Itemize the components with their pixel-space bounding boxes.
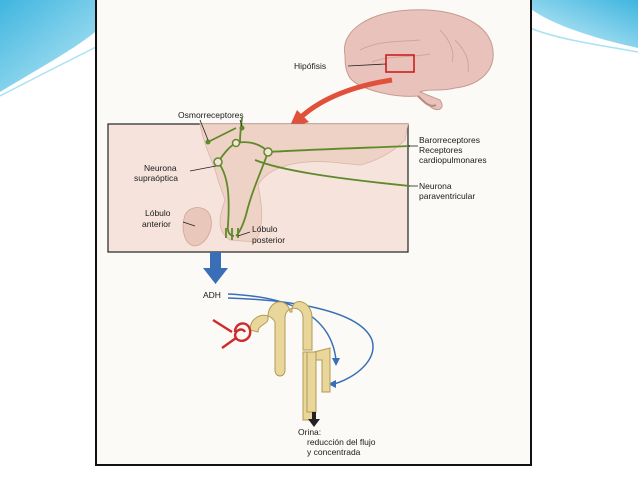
- pituitary-highlight-box: [385, 54, 415, 73]
- hipofisis-leader: [347, 63, 387, 67]
- collecting-duct: [306, 351, 317, 413]
- label-osmorreceptores: Osmorreceptores: [178, 110, 244, 120]
- glomerulus: [233, 322, 252, 342]
- left-swoosh-decoration: [0, 0, 120, 92]
- urine-arrow: [308, 412, 320, 427]
- label-lobulo-anterior-1: Lóbulo: [145, 208, 171, 218]
- label-lobulo-posterior-1: Lóbulo: [252, 224, 278, 234]
- neuron-body-osmo: [231, 138, 241, 148]
- label-cardiopulmonares: cardiopulmonares: [419, 155, 487, 165]
- anterior-lobe-shape: [182, 207, 212, 247]
- blue-down-arrow-shaft: [210, 252, 221, 270]
- right-swoosh-decoration: [520, 0, 638, 48]
- label-lobulo-anterior-2: anterior: [142, 219, 171, 229]
- neuron-body-paraventricular: [263, 147, 273, 157]
- label-neurona-supraoptica-2: supraóptica: [134, 173, 178, 183]
- hypothalamus-tissue: [199, 123, 409, 243]
- neuron-body-supraoptic: [213, 157, 223, 167]
- adh-arrowhead-1: [332, 358, 340, 366]
- osmoreceptor-dot-right: [239, 125, 245, 131]
- label-orina-1: Orina:: [298, 427, 321, 437]
- label-lobulo-posterior-2: posterior: [252, 235, 285, 245]
- blue-down-arrow-head: [203, 268, 228, 284]
- label-adh: ADH: [203, 290, 221, 300]
- label-orina-2: reducción del flujo: [307, 437, 376, 447]
- label-orina-3: y concentrada: [307, 447, 361, 457]
- label-receptores: Receptores: [419, 145, 462, 155]
- brain-illustration: [343, 9, 494, 111]
- label-neurona-supraoptica-1: Neurona: [144, 163, 177, 173]
- nephron: [249, 301, 331, 421]
- adh-arrowhead-2: [328, 380, 336, 388]
- label-neurona-paraventricular-1: Neurona: [419, 181, 452, 191]
- red-arrow: [298, 77, 393, 120]
- label-hipofisis: Hipófisis: [294, 61, 326, 71]
- right-swoosh-line: [529, 27, 638, 53]
- leader-lines: [182, 119, 418, 237]
- osmoreceptor-dot-left: [205, 139, 211, 145]
- label-neurona-paraventricular-2: paraventricular: [419, 191, 475, 201]
- label-barorreceptores: Barorreceptores: [419, 135, 480, 145]
- afferent-arteriole: [212, 318, 237, 349]
